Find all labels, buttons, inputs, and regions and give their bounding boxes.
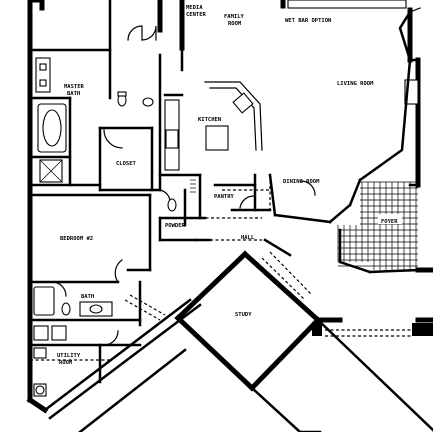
family-room-label: FAMILY [224, 14, 245, 20]
dashed-openings [30, 175, 313, 361]
utility-room-label-2: ROOM [59, 360, 73, 366]
doors [51, 25, 316, 346]
interior-walls [28, 0, 421, 384]
kitchen-label: KITCHEN [198, 117, 221, 123]
family-room-label-2: ROOM [228, 21, 242, 27]
pantry-label: PANTRY [214, 194, 235, 200]
room-labels: MEDIA CENTER FAMILY ROOM WET BAR OPTION … [57, 5, 398, 366]
powder-label: POWDER [165, 223, 186, 229]
master-bath-label: MASTER [64, 84, 85, 90]
dining-room-label: DINING ROOM [283, 179, 320, 185]
foyer-label: FOYER [381, 219, 398, 225]
hall-label: HALL [241, 235, 255, 241]
utility-room-label: UTILITY [57, 353, 81, 359]
study-label: STUDY [235, 312, 252, 318]
bedroom-2-label: BEDROOM #2 [60, 236, 93, 242]
media-center-label: MEDIA [186, 5, 203, 11]
closet-label: CLOSET [116, 161, 137, 167]
master-bath-label-2: BATH [67, 91, 80, 97]
wet-bar-label: WET BAR OPTION [285, 18, 331, 24]
fixtures [33, 0, 407, 397]
exterior-walls [26, 0, 433, 432]
foyer-tiles [337, 181, 418, 270]
media-center-label-2: CENTER [186, 12, 207, 18]
living-room-label: LIVING ROOM [337, 81, 374, 87]
bath-label: BATH [81, 294, 94, 300]
